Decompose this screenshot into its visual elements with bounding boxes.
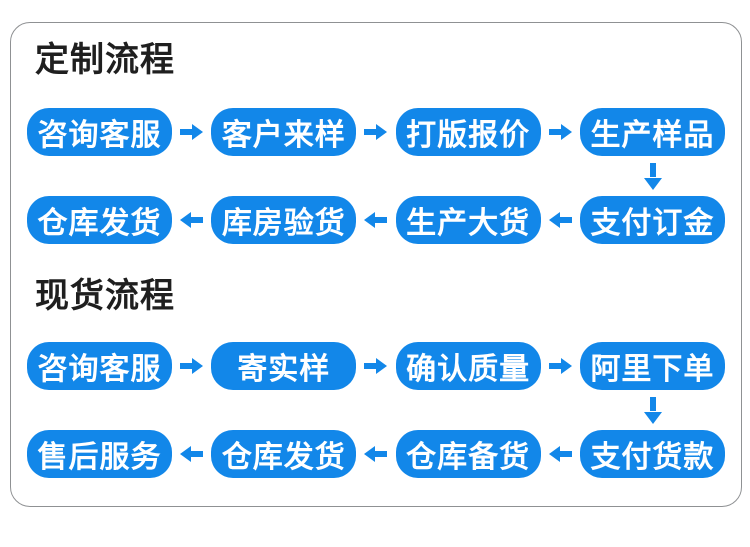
flow-panel: 定制流程 咨询客服 客户来样 打版报价 生产样品 仓库发货 库房验货 生产大货 …	[10, 22, 742, 507]
flow-step: 仓库发货	[211, 430, 357, 478]
arrow-right-icon	[548, 124, 572, 140]
flow-step: 支付订金	[579, 196, 725, 244]
arrow-left-icon	[548, 446, 572, 462]
flow-step: 库房验货	[211, 196, 357, 244]
arrow-right-icon	[180, 124, 204, 140]
section-title-custom-process: 定制流程	[35, 41, 175, 79]
arrow-left-icon	[364, 446, 388, 462]
flow-step: 仓库发货	[27, 196, 172, 244]
arrow-left-icon	[364, 212, 388, 228]
flow-step: 咨询客服	[27, 342, 172, 390]
flow-step: 生产大货	[395, 196, 541, 244]
arrow-right-icon	[548, 358, 572, 374]
arrow-left-icon	[548, 212, 572, 228]
flow-step: 支付货款	[579, 430, 725, 478]
arrow-right-icon	[364, 124, 388, 140]
flow-step: 确认质量	[395, 342, 541, 390]
flow-step: 咨询客服	[27, 108, 172, 156]
arrow-right-icon	[180, 358, 204, 374]
arrow-down-icon	[643, 396, 662, 424]
arrow-down-icon	[643, 162, 662, 190]
flow-step: 打版报价	[395, 108, 541, 156]
arrow-left-icon	[180, 446, 204, 462]
flow-step: 阿里下单	[579, 342, 725, 390]
stock-process-connector-row	[27, 390, 725, 430]
custom-process-row-top: 咨询客服 客户来样 打版报价 生产样品	[27, 108, 725, 156]
custom-process-connector-row	[27, 156, 725, 196]
arrow-right-icon	[364, 358, 388, 374]
flow-step: 生产样品	[579, 108, 725, 156]
flow-step: 售后服务	[27, 430, 172, 478]
stock-process-row-bottom: 售后服务 仓库发货 仓库备货 支付货款	[27, 430, 725, 478]
flow-step: 仓库备货	[395, 430, 541, 478]
arrow-left-icon	[180, 212, 204, 228]
stock-process-row-top: 咨询客服 寄实样 确认质量 阿里下单	[27, 342, 725, 390]
section-title-stock-process: 现货流程	[35, 277, 175, 315]
flow-step: 客户来样	[211, 108, 357, 156]
custom-process-row-bottom: 仓库发货 库房验货 生产大货 支付订金	[27, 196, 725, 244]
flow-step: 寄实样	[211, 342, 357, 390]
